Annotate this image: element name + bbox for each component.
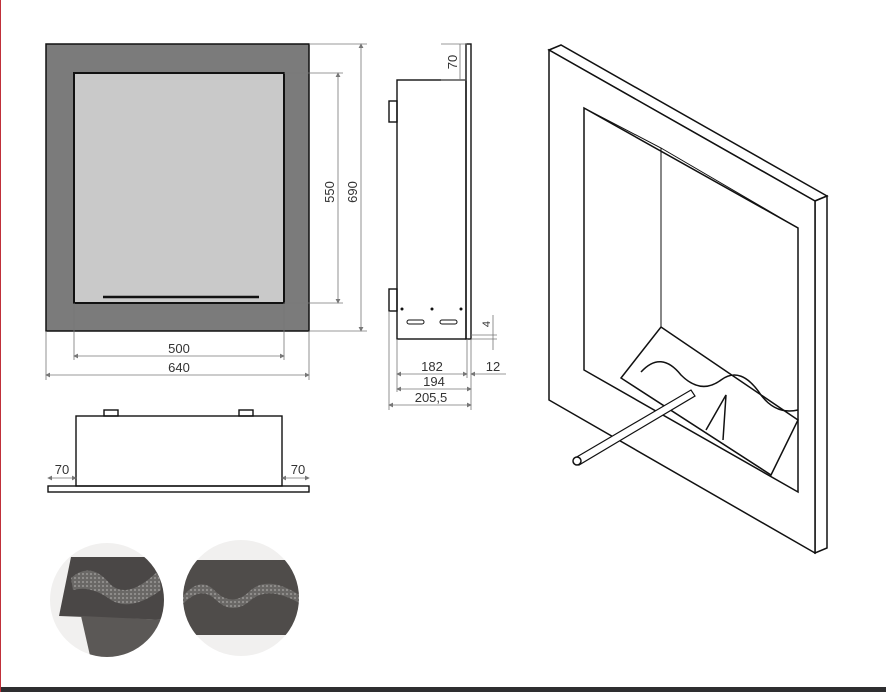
dim-top-offset: 70 <box>445 55 460 69</box>
dim-width-outer: 640 <box>168 360 190 375</box>
burner-photo-angle <box>50 543 164 657</box>
dim-depth-body: 182 <box>421 359 443 374</box>
dim-gap: 4 <box>481 321 493 327</box>
dim-left-flange: 70 <box>55 462 69 477</box>
top-view: 70 70 <box>47 409 310 493</box>
dim-frame-thickness: 12 <box>486 359 500 374</box>
dim-height-outer: 690 <box>345 181 360 203</box>
bottom-bar <box>1 687 886 692</box>
front-view: 690 550 500 640 <box>45 43 367 380</box>
dim-depth-frame: 194 <box>423 374 445 389</box>
side-view: 70 4 182 12 194 205,5 <box>388 43 506 410</box>
burner-photo-front <box>183 540 299 656</box>
dim-height-inner: 550 <box>322 181 337 203</box>
dim-depth-total: 205,5 <box>415 390 448 405</box>
front-glass <box>73 72 285 304</box>
isometric-view <box>547 44 829 555</box>
dim-right-flange: 70 <box>291 462 305 477</box>
dim-width-inner: 500 <box>168 341 190 356</box>
